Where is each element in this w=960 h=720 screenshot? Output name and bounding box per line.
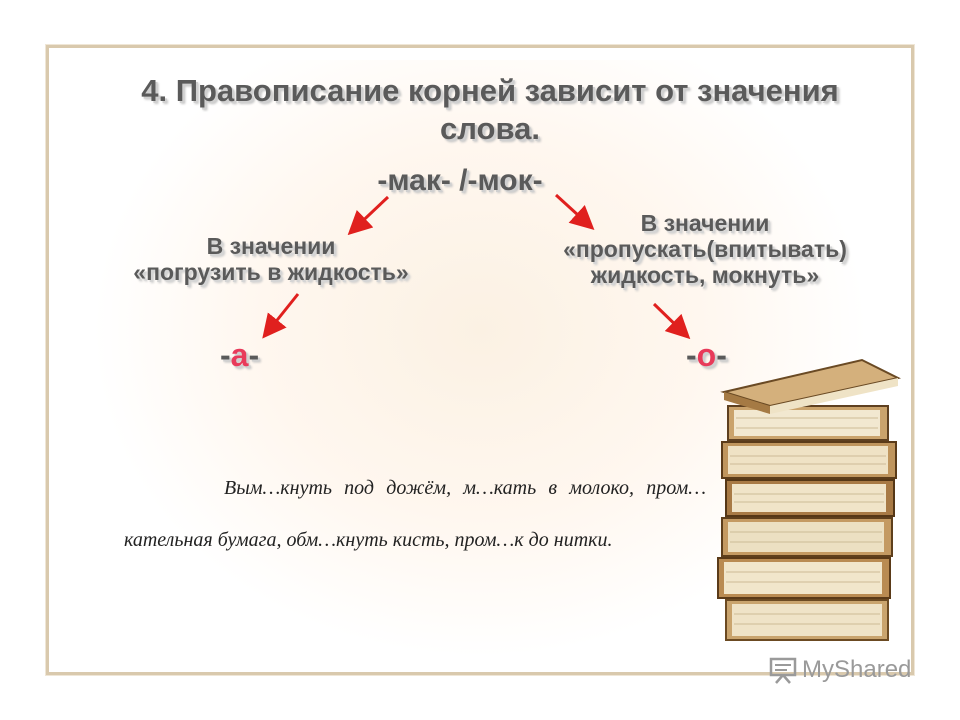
exercise-text: Вым…кнуть под дожём, м…кать в молоко, пр… [124,477,706,551]
right-meaning-line-1: В значении [640,210,770,236]
presentation-board-icon [769,657,797,684]
vowel-a: -а- [220,337,259,374]
watermark-brand: MyShared [802,656,912,683]
vowel-a-prefix: - [220,337,231,373]
vowel-a-suffix: - [248,337,260,373]
vowel-o-prefix: - [686,337,697,373]
left-meaning-line-1: В значении [206,233,336,259]
vowel-o-letter: о [696,337,717,373]
vowel-a-letter: а [230,337,249,373]
myshared-watermark: MyShared [768,656,911,684]
left-meaning-line-2: «погрузить в жидкость» [133,259,409,285]
root-pair: -мак- /-мок- [377,164,543,197]
vowel-o-suffix: - [716,337,727,373]
arrow-root-to-left [347,195,390,236]
right-meaning-line-2: «пропускать(впитывать) [563,236,847,262]
right-meaning: В значении «пропускать(впитывать) жидкос… [520,210,890,288]
vowel-o: -о- [686,337,727,374]
arrow-right-to-o [652,302,691,340]
slide-heading: 4. Правописание корней зависит от значен… [141,73,839,146]
book-stack-image [717,358,901,641]
right-meaning-line-3: жидкость, мокнуть» [590,262,820,288]
arrow-root-to-right [554,193,595,231]
left-meaning: В значении «погрузить в жидкость» [96,233,446,285]
arrow-left-to-a [262,293,300,339]
